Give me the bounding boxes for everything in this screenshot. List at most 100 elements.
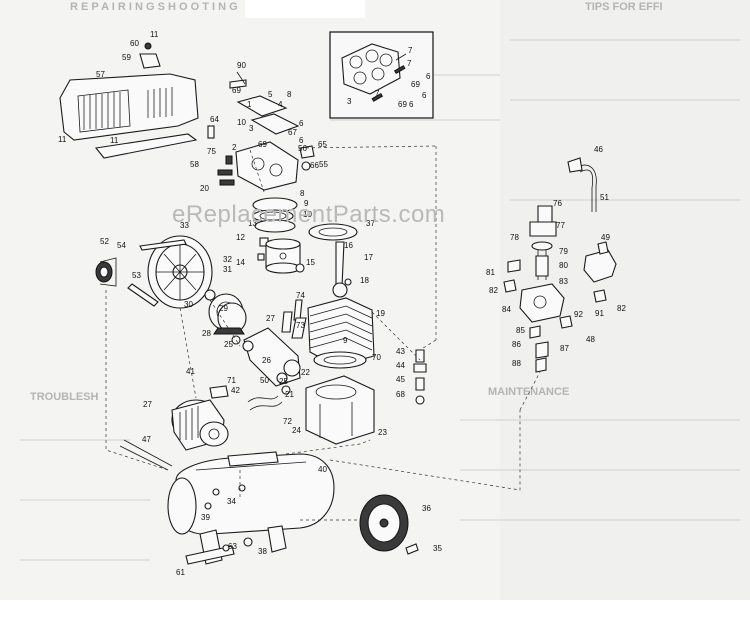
- part-number-label: 7: [407, 59, 412, 68]
- part-number-label: 7: [408, 46, 413, 55]
- part-number-label: 19: [376, 309, 385, 318]
- part-number-label: 52: [100, 237, 109, 246]
- part-number-label: 45: [396, 375, 405, 384]
- part-number-label: 6: [409, 100, 414, 109]
- part-number-label: 51: [600, 193, 609, 202]
- part-number-label: 11: [150, 30, 159, 39]
- part-number-label: 74: [296, 291, 305, 300]
- cylinder: [307, 297, 375, 369]
- part-number-label: 27: [143, 400, 152, 409]
- wheel: [359, 494, 419, 555]
- part-number-label: 82: [617, 304, 626, 313]
- part-number-label: 71: [227, 376, 236, 385]
- part-number-label: 31: [223, 265, 232, 274]
- part-number-label: 35: [433, 544, 442, 553]
- part-number-label: 6: [299, 136, 304, 145]
- valve-plate-inset: [329, 31, 434, 119]
- svg-text:R E P A I R I N G S H O O T I: R E P A I R I N G S H O O T I N G: [70, 1, 238, 13]
- part-number-label: 6: [299, 119, 304, 128]
- part-number-label: 6: [422, 91, 427, 100]
- part-number-label: 67: [288, 128, 297, 137]
- part-number-label: 48: [586, 335, 595, 344]
- part-number-label: 10: [237, 118, 246, 127]
- part-number-label: 68: [396, 390, 405, 399]
- part-number-label: 55: [319, 160, 328, 169]
- part-number-label: 38: [258, 547, 267, 556]
- part-number-label: 84: [502, 305, 511, 314]
- part-number-label: 49: [601, 233, 610, 242]
- part-number-label: 6: [426, 72, 431, 81]
- part-number-label: 80: [559, 261, 568, 270]
- part-number-label: 17: [364, 253, 373, 262]
- part-number-label: 25: [224, 340, 233, 349]
- part-number-label: 42: [231, 386, 240, 395]
- part-number-label: 57: [96, 70, 105, 79]
- part-number-label: 8: [300, 189, 305, 198]
- part-number-label: 90: [237, 61, 246, 70]
- part-number-label: 10: [303, 210, 312, 219]
- crankshaft: [242, 327, 301, 395]
- part-number-label: 33: [180, 221, 189, 230]
- part-number-label: 50: [260, 376, 269, 385]
- part-number-label: 87: [560, 344, 569, 353]
- part-number-label: 69: [411, 80, 420, 89]
- part-number-label: 8: [287, 90, 292, 99]
- belt-guard-shroud: [59, 42, 199, 159]
- part-number-label: 44: [396, 361, 405, 370]
- part-number-label: 18: [360, 276, 369, 285]
- part-number-label: 47: [142, 435, 151, 444]
- part-number-label: 54: [117, 241, 126, 250]
- part-number-label: 56: [298, 144, 307, 153]
- part-number-label: 63: [228, 542, 237, 551]
- part-number-label: 43: [396, 347, 405, 356]
- assembly-dashes: [105, 145, 541, 521]
- part-number-label: 66: [310, 161, 319, 170]
- part-number-label: 82: [489, 286, 498, 295]
- part-number-label: 69: [232, 86, 241, 95]
- part-number-label: 5: [268, 90, 273, 99]
- part-number-label: 53: [132, 271, 141, 280]
- watermark: eReplacementParts.com: [172, 201, 445, 228]
- part-number-label: 76: [553, 199, 562, 208]
- piston-gaskets: [252, 197, 358, 298]
- part-number-label: 37: [366, 219, 375, 228]
- part-number-label: 15: [306, 258, 315, 267]
- part-number-label: 75: [207, 147, 216, 156]
- part-number-label: 26: [262, 356, 271, 365]
- part-number-label: 69: [398, 100, 407, 109]
- part-number-label: 34: [227, 497, 236, 506]
- svg-text:TROUBLESH: TROUBLESH: [30, 391, 99, 403]
- part-number-label: 21: [285, 390, 294, 399]
- part-number-label: 85: [516, 326, 525, 335]
- part-number-label: 59: [122, 53, 131, 62]
- pressure-switch-assembly: [503, 157, 617, 373]
- flywheel-and-belt: [95, 235, 247, 345]
- part-number-label: 64: [210, 115, 219, 124]
- part-number-label: 3: [347, 97, 352, 106]
- part-number-label: 79: [559, 247, 568, 256]
- motor: [171, 385, 283, 451]
- part-number-label: 46: [594, 145, 603, 154]
- part-number-label: 9: [304, 199, 309, 208]
- part-number-label: 32: [223, 255, 232, 264]
- part-number-label: 60: [130, 39, 139, 48]
- part-number-label: 12: [236, 233, 245, 242]
- part-number-label: 7: [375, 89, 380, 98]
- part-number-label: 86: [512, 340, 521, 349]
- part-number-label: 78: [510, 233, 519, 242]
- part-number-label: 72: [283, 417, 292, 426]
- part-number-label: 28: [202, 329, 211, 338]
- cylinder-head-assembly: [207, 71, 315, 191]
- part-number-label: 11: [110, 136, 119, 145]
- part-number-label: 58: [190, 160, 199, 169]
- part-number-label: 14: [236, 258, 245, 267]
- svg-text:TIPS FOR EFFI: TIPS FOR EFFI: [585, 1, 663, 13]
- part-number-label: 24: [292, 426, 301, 435]
- part-number-label: 69: [258, 140, 267, 149]
- part-number-label: 61: [176, 568, 185, 577]
- crankcase: [281, 299, 375, 445]
- part-number-label: 91: [595, 309, 604, 318]
- part-number-label: 29: [219, 304, 228, 313]
